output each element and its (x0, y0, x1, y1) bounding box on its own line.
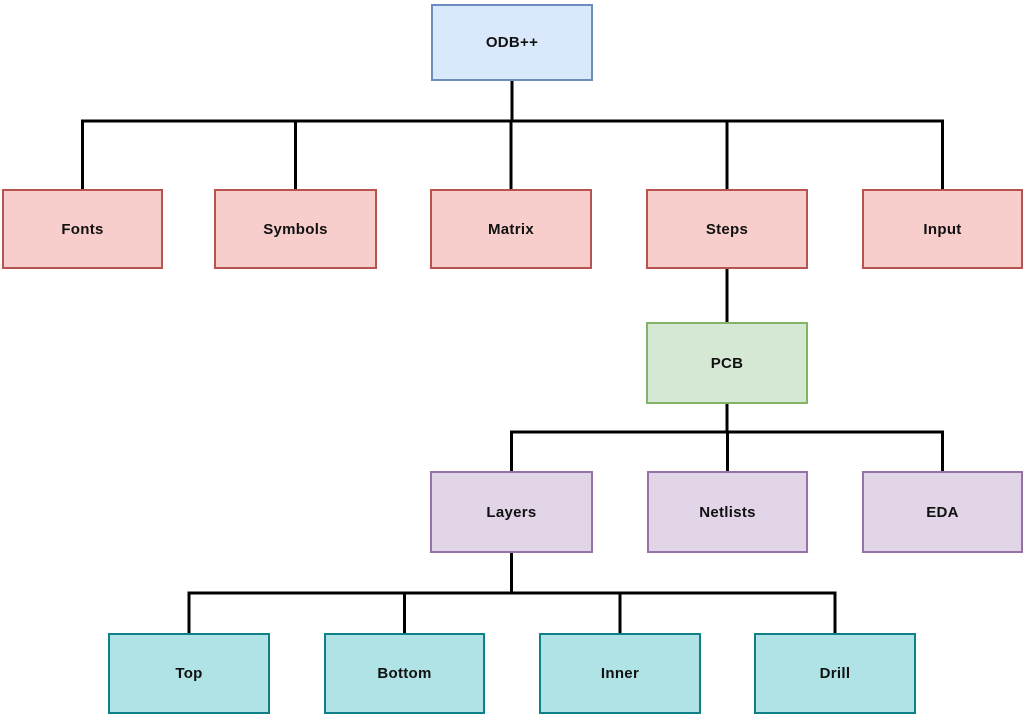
node-fonts: Fonts (2, 189, 163, 269)
node-bottom-label: Bottom (377, 665, 432, 682)
node-layers-label: Layers (486, 503, 537, 521)
node-steps: Steps (646, 189, 808, 269)
node-bottom: Bottom (324, 633, 485, 714)
node-eda: EDA (862, 471, 1023, 553)
node-top-label: Top (175, 665, 203, 682)
node-input-label: Input (923, 220, 962, 238)
node-odb: ODB++ (431, 4, 593, 81)
node-layers: Layers (430, 471, 593, 553)
node-netlists-label: Netlists (699, 503, 756, 521)
node-matrix: Matrix (430, 189, 592, 269)
node-drill-label: Drill (819, 665, 851, 682)
node-odb-label: ODB++ (485, 34, 539, 51)
node-eda-label: EDA (926, 503, 959, 521)
node-pcb: PCB (646, 322, 808, 404)
node-netlists: Netlists (647, 471, 808, 553)
node-pcb-label: PCB (710, 354, 744, 372)
node-symbols-label: Symbols (263, 220, 328, 238)
node-input: Input (862, 189, 1023, 269)
node-fonts-label: Fonts (61, 220, 104, 238)
node-inner-label: Inner (600, 665, 640, 682)
node-drill: Drill (754, 633, 916, 714)
node-symbols: Symbols (214, 189, 377, 269)
node-steps-label: Steps (705, 220, 749, 238)
node-top: Top (108, 633, 270, 714)
node-inner: Inner (539, 633, 701, 714)
node-matrix-label: Matrix (488, 220, 534, 238)
